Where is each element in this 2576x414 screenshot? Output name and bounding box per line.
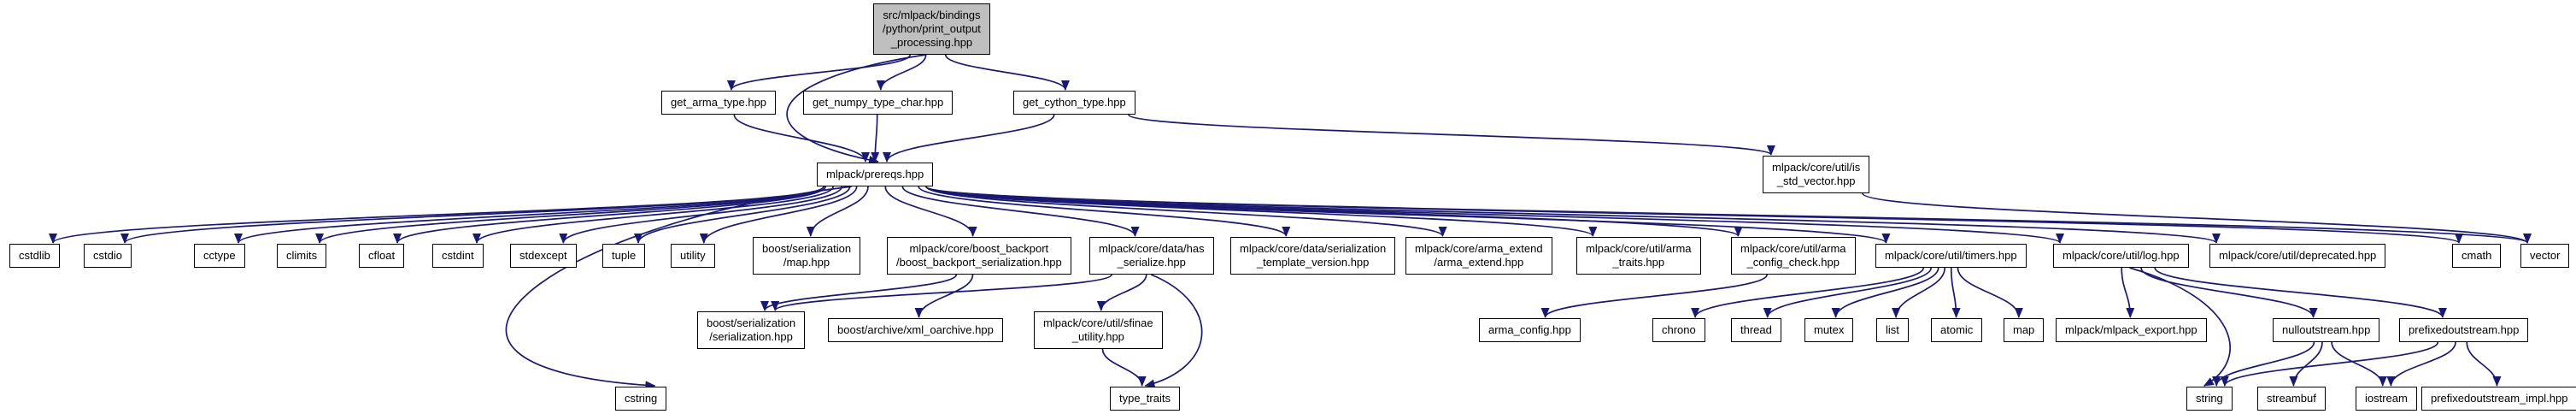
graph-edge-is_std_vector-to-vector bbox=[1862, 192, 2532, 244]
graph-edge-has_serialize-to-type_traits bbox=[1144, 274, 1203, 388]
graph-node-arma_traits[interactable]: mlpack/core/util/arma _traits.hpp bbox=[1576, 237, 1701, 275]
graph-node-climits[interactable]: climits bbox=[277, 244, 327, 268]
graph-edge-prereqs-to-tuple bbox=[634, 186, 851, 244]
graph-edge-prereqs-to-has_serialize bbox=[901, 186, 1140, 237]
graph-node-log[interactable]: mlpack/core/util/log.hpp bbox=[2053, 244, 2189, 268]
graph-node-get_cython_type[interactable]: get_cython_type.hpp bbox=[1013, 91, 1135, 115]
graph-edge-timers-to-thread bbox=[1763, 267, 1933, 318]
graph-node-sfinae_utility[interactable]: mlpack/core/util/sfinae _utility.hpp bbox=[1034, 311, 1163, 349]
graph-edge-timers-to-atomic bbox=[1950, 267, 1961, 318]
graph-node-thread[interactable]: thread bbox=[1731, 318, 1781, 342]
graph-edge-prereqs-to-ser_tmpl_version bbox=[918, 186, 1291, 237]
graph-node-ser_tmpl_version[interactable]: mlpack/core/data/serialization _template… bbox=[1230, 237, 1396, 275]
graph-edge-prereqs-to-vector bbox=[925, 186, 2532, 244]
graph-edge-prereqs-to-cstdio bbox=[120, 186, 824, 244]
graph-edge-root-to-get_numpy_type_char bbox=[876, 54, 927, 91]
graph-node-boost_serialization[interactable]: boost/serialization /serialization.hpp bbox=[697, 311, 806, 349]
graph-node-prefixedoutstream_impl[interactable]: prefixedoutstream_impl.hpp bbox=[2421, 387, 2576, 411]
graph-node-atomic[interactable]: atomic bbox=[1931, 318, 1983, 342]
graph-node-arma_extend[interactable]: mlpack/core/arma_extend /arma_extend.hpp bbox=[1405, 237, 1552, 275]
graph-node-cfloat[interactable]: cfloat bbox=[359, 244, 405, 268]
graph-node-vector[interactable]: vector bbox=[2520, 244, 2570, 268]
graph-edge-prereqs-to-cstring bbox=[505, 186, 852, 390]
graph-edge-prereqs-to-cctype bbox=[234, 186, 824, 244]
graph-node-map[interactable]: map bbox=[2004, 318, 2045, 342]
graph-node-nulloutstream[interactable]: nulloutstream.hpp bbox=[2273, 318, 2380, 342]
graph-node-get_arma_type[interactable]: get_arma_type.hpp bbox=[661, 91, 777, 115]
graph-edge-get_cython_type-to-prereqs bbox=[883, 114, 1055, 163]
graph-edge-boost_backport-to-xml_oarchive bbox=[914, 274, 974, 318]
graph-edge-timers-to-list bbox=[1892, 267, 1946, 318]
graph-node-prereqs[interactable]: mlpack/prereqs.hpp bbox=[817, 163, 934, 186]
graph-node-list[interactable]: list bbox=[1876, 318, 1909, 342]
graph-node-mutex[interactable]: mutex bbox=[1804, 318, 1854, 342]
graph-edge-prereqs-to-timers bbox=[925, 186, 1891, 244]
graph-node-arma_config[interactable]: arma_config.hpp bbox=[1479, 318, 1581, 342]
graph-edge-root-to-get_arma_type bbox=[727, 54, 911, 91]
graph-edge-prereqs-to-arma_config_check bbox=[925, 186, 1743, 237]
graph-edge-prefixedoutstream-to-prefixedoutstream_impl bbox=[2466, 341, 2502, 387]
graph-edge-get_cython_type-to-is_std_vector bbox=[1128, 114, 1775, 156]
graph-edge-log-to-nulloutstream bbox=[2140, 267, 2318, 318]
graph-edge-prereqs-to-boost_backport bbox=[884, 186, 977, 237]
graph-edge-prefixedoutstream-to-iostream bbox=[2386, 341, 2456, 387]
graph-node-cctype[interactable]: cctype bbox=[194, 244, 245, 268]
graph-node-cmath[interactable]: cmath bbox=[2452, 244, 2502, 268]
graph-edge-prereqs-to-climits bbox=[315, 186, 824, 244]
graph-node-root[interactable]: src/mlpack/bindings /python/print_output… bbox=[873, 3, 990, 55]
graph-edge-log-to-prefixedoutstream bbox=[2154, 267, 2447, 318]
graph-edge-root-to-prereqs bbox=[786, 54, 926, 164]
graph-edge-sfinae_utility-to-type_traits bbox=[1101, 348, 1147, 387]
graph-edge-prereqs-to-arma_extend bbox=[925, 186, 1447, 237]
graph-edge-has_serialize-to-sfinae_utility bbox=[1096, 274, 1147, 311]
graph-node-boost_backport[interactable]: mlpack/core/boost_backport /boost_backpo… bbox=[887, 237, 1071, 275]
graph-node-boost_ser_map[interactable]: boost/serialization /map.hpp bbox=[753, 237, 861, 275]
graph-node-is_std_vector[interactable]: mlpack/core/util/is _std_vector.hpp bbox=[1763, 156, 1870, 193]
graph-node-xml_oarchive[interactable]: boost/archive/xml_oarchive.hpp bbox=[828, 318, 1003, 342]
graph-edge-get_numpy_type_char-to-prereqs bbox=[871, 114, 880, 163]
graph-edge-prereqs-to-cstdint bbox=[472, 186, 835, 244]
graph-node-iostream[interactable]: iostream bbox=[2356, 387, 2417, 411]
graph-node-deprecated[interactable]: mlpack/core/util/deprecated.hpp bbox=[2209, 244, 2386, 268]
graph-node-prefixedoutstream[interactable]: prefixedoutstream.hpp bbox=[2399, 318, 2529, 342]
graph-edge-timers-to-map bbox=[1957, 267, 2023, 318]
graph-node-get_numpy_type_char[interactable]: get_numpy_type_char.hpp bbox=[803, 91, 954, 115]
graph-node-has_serialize[interactable]: mlpack/core/data/has _serialize.hpp bbox=[1089, 237, 1214, 275]
graph-node-cstdio[interactable]: cstdio bbox=[84, 244, 132, 268]
graph-node-utility[interactable]: utility bbox=[671, 244, 715, 268]
graph-edge-root-to-get_cython_type bbox=[944, 54, 1070, 91]
graph-node-timers[interactable]: mlpack/core/util/timers.hpp bbox=[1875, 244, 2027, 268]
graph-node-chrono[interactable]: chrono bbox=[1652, 318, 1705, 342]
graph-edge-timers-to-chrono bbox=[1691, 267, 1925, 318]
graph-edge-nulloutstream-to-string bbox=[2212, 341, 2315, 387]
graph-edge-prereqs-to-utility bbox=[699, 186, 858, 244]
graph-edge-prereqs-to-cfloat bbox=[393, 186, 827, 244]
graph-edge-get_arma_type-to-prereqs bbox=[733, 114, 870, 163]
graph-node-streambuf[interactable]: streambuf bbox=[2257, 387, 2326, 411]
graph-node-cstring[interactable]: cstring bbox=[615, 387, 667, 411]
graph-edge-has_serialize-to-boost_serialization bbox=[771, 274, 1112, 311]
graph-node-type_traits[interactable]: type_traits bbox=[1110, 387, 1180, 411]
graph-node-mlpack_export[interactable]: mlpack/mlpack_export.hpp bbox=[2056, 318, 2207, 342]
graph-edge-prereqs-to-boost_ser_map bbox=[806, 186, 869, 237]
graph-node-string[interactable]: string bbox=[2186, 387, 2233, 411]
graph-edge-prereqs-to-log bbox=[925, 186, 2064, 244]
graph-edge-log-to-string bbox=[2129, 267, 2231, 387]
graph-node-arma_config_check[interactable]: mlpack/core/util/arma _config_check.hpp bbox=[1731, 237, 1856, 275]
graph-node-tuple[interactable]: tuple bbox=[602, 244, 646, 268]
graph-edge-log-to-mlpack_export bbox=[2121, 267, 2135, 318]
graph-edge-prereqs-to-stdexcept bbox=[559, 186, 843, 244]
graph-edge-prefixedoutstream-to-string bbox=[2220, 341, 2439, 387]
graph-edge-timers-to-mutex bbox=[1831, 267, 1939, 318]
graph-node-cstdlib[interactable]: cstdlib bbox=[9, 244, 60, 268]
graph-edge-prereqs-to-arma_traits bbox=[925, 186, 1598, 237]
graph-edge-arma_config_check-to-arma_config bbox=[1540, 274, 1768, 318]
graph-node-stdexcept[interactable]: stdexcept bbox=[510, 244, 577, 268]
graph-edge-prereqs-to-deprecated bbox=[925, 186, 2221, 244]
graph-edge-nulloutstream-to-iostream bbox=[2331, 341, 2387, 387]
graph-edge-nulloutstream-to-streambuf bbox=[2289, 341, 2323, 387]
graph-node-cstdint[interactable]: cstdint bbox=[432, 244, 484, 268]
